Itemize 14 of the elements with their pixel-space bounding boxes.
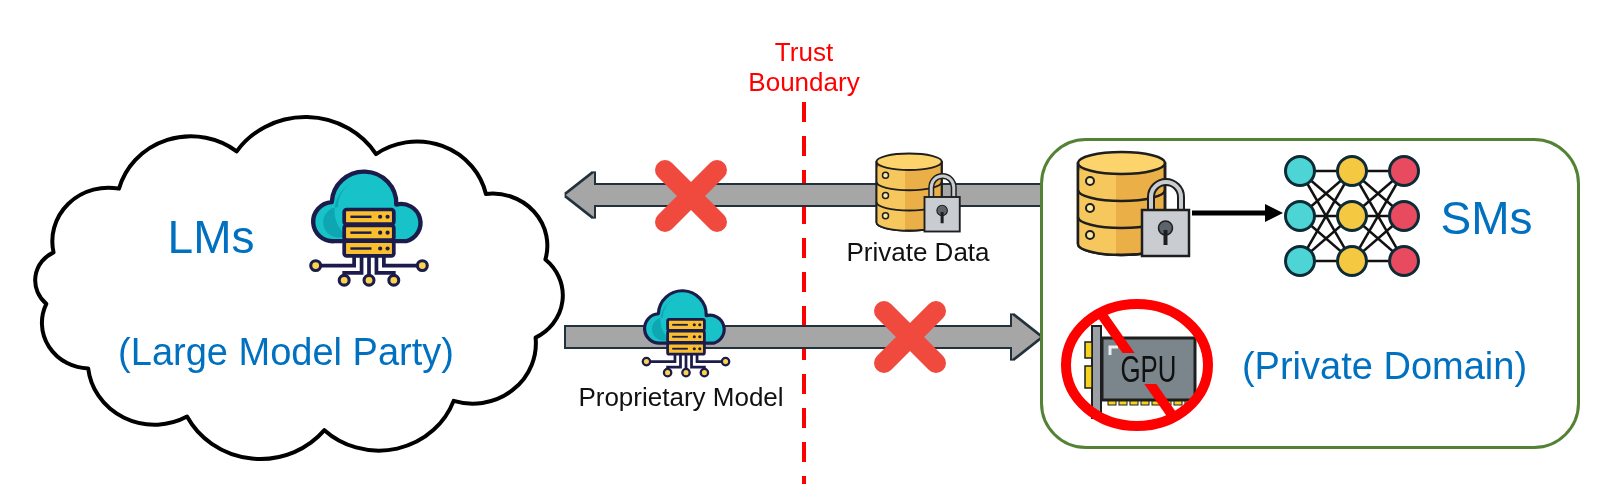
block-arrow	[566, 173, 1040, 217]
title-text: SMs	[1440, 191, 1533, 244]
subtitle-text: (Large Model Party)	[118, 331, 454, 375]
title-text: LMs	[167, 210, 255, 264]
boundary-label: Trust Boundary	[747, 38, 861, 98]
subtitle-text: (Private Domain)	[1241, 344, 1528, 389]
edge-label: Private Data	[846, 238, 990, 268]
block-arrow	[566, 315, 1040, 359]
neural-network-icon	[1282, 153, 1421, 278]
locked-database-icon	[1075, 149, 1192, 258]
card-text: GPU	[1120, 349, 1199, 390]
edge-label: Proprietary Model	[578, 383, 784, 413]
cloud-shape	[32, 114, 566, 462]
arrow	[1192, 204, 1283, 222]
